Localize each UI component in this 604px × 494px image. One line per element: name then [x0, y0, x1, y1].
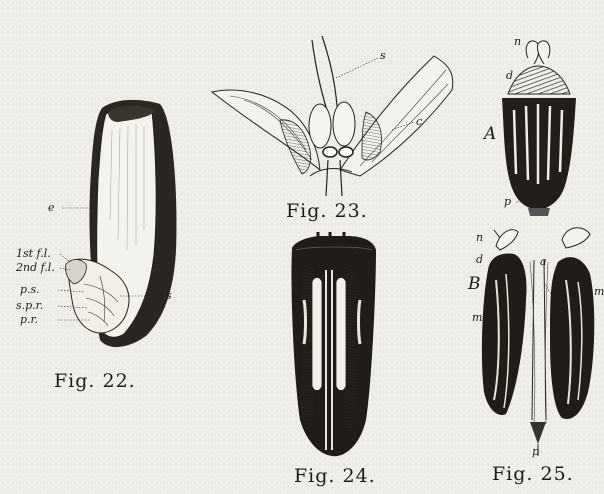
fig24-capsule-drawing: [291, 232, 376, 456]
fig23-label-c: c: [416, 116, 422, 127]
fig23-caption: Fig. 23.: [286, 200, 368, 222]
fig25-label-p-top: p: [504, 196, 511, 207]
fig25-label-B: B: [468, 276, 481, 293]
fig25-label-n-bottom: n: [476, 232, 483, 243]
fig25-label-a: a: [540, 256, 547, 267]
fig25-label-m-left: m: [472, 312, 482, 323]
fig25-label-p-bottom: p: [532, 446, 539, 457]
fig23-label-s: s: [380, 50, 386, 61]
fig22-label-pr: p.r.: [20, 314, 38, 325]
fig25-label-n-top: n: [514, 36, 521, 47]
fig22-label-2nd-fl: 2nd f.l.: [16, 262, 55, 273]
fig25-caption: Fig. 25.: [492, 463, 574, 485]
fig22-caption: Fig. 22.: [54, 370, 136, 392]
fig25-label-A: A: [484, 126, 496, 143]
fig22-label-e: e: [48, 202, 55, 213]
fig22-label-spr: s.p.r.: [16, 300, 43, 311]
fig25-label-d-top: d: [506, 70, 513, 81]
fig25-label-m-right: m: [594, 286, 604, 297]
fig22-label-s: s: [166, 290, 172, 301]
fig22-label-ps: p.s.: [20, 284, 40, 295]
fig24-caption: Fig. 24.: [294, 465, 376, 487]
fig25-label-d-bottom: d: [476, 254, 483, 265]
fig22-label-1st-fl: 1st f.l.: [16, 248, 51, 259]
